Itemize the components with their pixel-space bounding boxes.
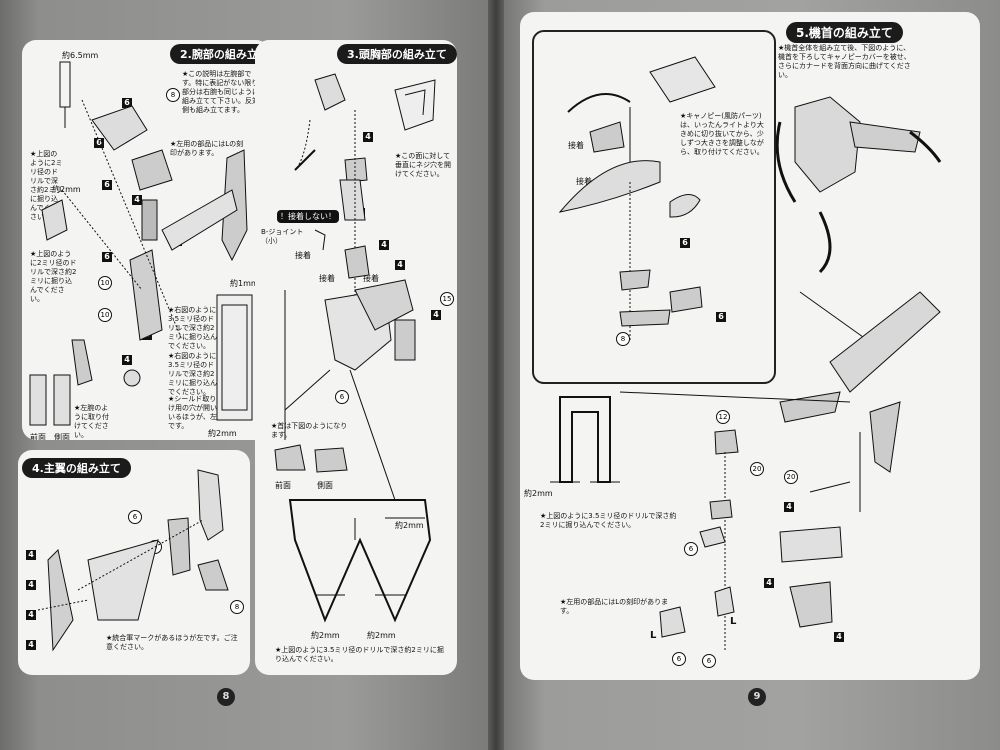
part-number-badge: 4 <box>26 640 36 650</box>
part-circle-badge: 20 <box>750 462 764 476</box>
part-number-badge: 4 <box>26 550 36 560</box>
label-size-2mm-bottom: 約2mm <box>208 429 237 438</box>
part-number-badge: 4 <box>379 240 389 250</box>
note-arm-mirror: ★左用の部品にはLの刻印があります。 <box>170 140 244 157</box>
label-size-2mm-c: 約2mm <box>367 631 396 640</box>
part-number-badge: 4 <box>395 260 405 270</box>
page-number-left: 8 <box>217 688 235 706</box>
book-gutter <box>488 0 504 750</box>
panel-nose-assembly: 5.機首の組み立て ★機首全体を組み立て後、下図のように、機首を下ろしてキャノピ… <box>520 12 980 680</box>
note-neck-view: ★首は下図のようになります。 <box>271 422 348 439</box>
note-nose-drill: ★上図のように3.5ミリ径のドリルで深さ約2ミリに掘り込んでください。 <box>540 512 677 529</box>
label-L-2: L <box>730 616 737 627</box>
section-title-nose: 5.機首の組み立て <box>786 22 903 43</box>
label-size-2mm: 約2mm <box>52 185 81 194</box>
part-circle-badge: 6 <box>702 654 716 668</box>
part-number-badge: 4 <box>122 355 132 365</box>
label-neck-front: 前面 <box>275 481 291 490</box>
label-size-2mm-nose: 約2mm <box>524 489 553 498</box>
label-arm-side: 側面 <box>54 433 70 440</box>
note-canopy: ★キャノピー(風防パーツ)は、いったんライトより大きめに切り抜いてから、少しずつ… <box>680 112 764 156</box>
label-glue-1: 接着 <box>295 251 311 260</box>
section-title-main-wing: 4.主翼の組み立て <box>22 458 131 478</box>
head-chest-diagram <box>274 73 436 623</box>
note-arm-right-drill: ★右図のように3.5ミリ径のドリルで深さ約2ミリに掘り込んでください。 <box>168 306 217 350</box>
part-number-badge: 4 <box>784 502 794 512</box>
part-number-badge: 6 <box>102 180 112 190</box>
part-circle-badge: 15 <box>440 292 454 306</box>
label-neck-side: 側面 <box>317 481 333 490</box>
panel-head-chest-assembly: 3.頭胸部の組み立て ★この面に対して垂直にネジ穴を開けてください。 ！接着しな… <box>255 40 457 675</box>
canopy-subassembly-box <box>532 30 776 384</box>
part-number-badge: 4 <box>764 578 774 588</box>
label-glue-3: 接着 <box>363 274 379 283</box>
section-title-arm: 2.腕部の組み立て <box>170 44 270 64</box>
part-number-badge: 4 <box>431 310 441 320</box>
note-head-hole: ★この面に対して垂直にネジ穴を開けてください。 <box>395 152 451 178</box>
label-glue-2: 接着 <box>319 274 335 283</box>
note-head-drill: ★上図のように3.5ミリ径のドリルで深さ約2ミリに掘り込んでください。 <box>275 646 444 663</box>
arm-diagram <box>29 61 253 426</box>
part-number-badge: 6 <box>94 138 104 148</box>
part-circle-badge: 6 <box>128 510 142 524</box>
label-size-2mm-a: 約2mm <box>395 521 424 530</box>
label-no-glue: ！接着しない！ <box>277 210 339 223</box>
note-arm-top: ★この説明は左腕部です。特に表記がない限り部分は右腕も同じように組み立てて下さい… <box>182 70 259 114</box>
label-size-2mm-b: 約2mm <box>311 631 340 640</box>
part-number-badge: 4 <box>834 632 844 642</box>
part-circle-badge: 8 <box>166 88 180 102</box>
label-size-1mm: 約1mm <box>230 279 259 288</box>
panel-main-wing-assembly: 4.主翼の組み立て ★統合軍マークがあるほうが左です。ご注意ください。 4 4 … <box>18 450 250 675</box>
part-circle-badge: 6 <box>335 390 349 404</box>
note-arm-bottom-left: ★左腕のように取り付けてください。 <box>74 404 109 439</box>
part-number-badge: 6 <box>102 252 112 262</box>
note-arm-right-drill-2: ★右図のように3.5ミリ径のドリルで深さ約2ミリに掘り込んでください。 <box>168 352 217 396</box>
label-arm-front: 前面 <box>30 433 46 440</box>
part-circle-badge: 12 <box>716 410 730 424</box>
part-circle-badge: 10 <box>98 308 112 322</box>
note-nose-left-parts: ★左用の部品にはLの刻印があります。 <box>560 598 669 615</box>
part-number-badge: 4 <box>132 195 142 205</box>
page-number-right: 9 <box>748 688 766 706</box>
part-circle-badge: 8 <box>230 600 244 614</box>
part-number-badge: 4 <box>26 610 36 620</box>
part-number-badge: 6 <box>122 98 132 108</box>
note-wing-mark: ★統合軍マークがあるほうが左です。ご注意ください。 <box>106 634 238 651</box>
part-number-badge: 4 <box>363 132 373 142</box>
label-joint: B-ジョイント（小） <box>261 228 304 245</box>
part-number-badge: 6 <box>716 312 726 322</box>
part-circle-badge: 6 <box>684 542 698 556</box>
main-wing-diagram <box>37 469 229 652</box>
note-arm-left-drill: ★上図のように2ミリ径のドリルで深さ約2ミリに掘り込んでください。 <box>30 250 77 303</box>
nose-diagram <box>550 56 942 652</box>
section-title-head-chest: 3.頭胸部の組み立て <box>337 44 457 64</box>
label-L-1: L <box>650 630 657 641</box>
note-arm-pin: ★上図のように2ミリ径のドリルで深さ約2ミリに掘り込んでください。 <box>30 150 63 221</box>
part-circle-badge: 20 <box>784 470 798 484</box>
part-number-badge: 4 <box>26 580 36 590</box>
part-circle-badge: 10 <box>98 276 112 290</box>
panel-arm-assembly: 2.腕部の組み立て 約6.5mm ★この説明は左腕部です。特に表記がない限り部分… <box>22 40 270 440</box>
part-circle-badge: 6 <box>672 652 686 666</box>
note-arm-shield: ★シールド取り付け用の穴が開いているほうが、左腕です。 <box>168 395 224 430</box>
label-glue-canopy-2: 接着 <box>576 177 592 186</box>
label-glue-canopy-1: 接着 <box>568 141 584 150</box>
label-top-size: 約6.5mm <box>62 51 99 60</box>
note-nose-top: ★機首全体を組み立て後、下図のように、機首を下ろしてキャノピーカバーを被せ、さら… <box>778 44 911 79</box>
part-number-badge: 6 <box>680 238 690 248</box>
